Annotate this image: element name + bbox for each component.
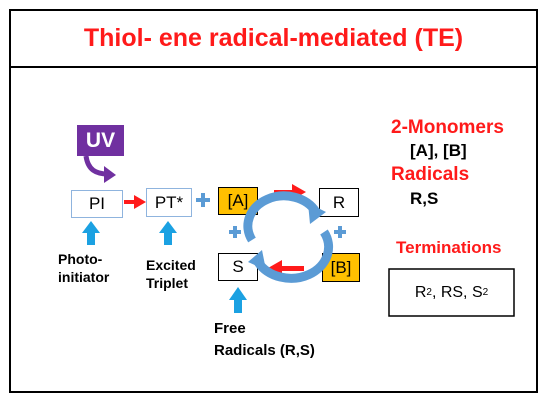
terminations-heading: Terminations xyxy=(396,238,502,257)
photo-initiator-arrow xyxy=(82,221,100,245)
b-to-s-arrow-shaft xyxy=(280,266,304,271)
free-radicals-arrow xyxy=(229,287,247,313)
uv-label: UV xyxy=(85,128,116,152)
plus-icon xyxy=(229,226,241,238)
title-divider xyxy=(9,66,538,68)
pt-box: PT* xyxy=(146,188,192,217)
excited-line1: Excited xyxy=(146,257,196,273)
term-s-sup: 2 xyxy=(482,287,489,298)
cycle-arrows-icon xyxy=(243,191,334,283)
uv-badge: UV xyxy=(77,125,124,156)
pi-box: PI xyxy=(71,190,123,218)
plus-icon xyxy=(196,193,210,207)
diagram-frame xyxy=(9,9,538,393)
photo-initiator-label: Photo- initiator xyxy=(58,250,109,286)
free-radicals-label: Free Radicals (R,S) xyxy=(214,318,315,362)
free-line1: Free xyxy=(214,320,246,337)
diagram-title: Thiol- ene radical-mediated (TE) xyxy=(83,24,464,52)
plus-icon xyxy=(334,226,346,238)
uv-arrow-head xyxy=(104,166,116,183)
radical-s-label: S xyxy=(232,257,244,276)
excited-line2: Triplet xyxy=(146,275,189,291)
termination-box-border xyxy=(388,268,515,317)
pi-to-pt-arrow-shaft xyxy=(124,200,136,204)
monomers-value: [A], [B] xyxy=(410,141,467,160)
pi-to-pt-arrow-head xyxy=(134,195,146,209)
monomer-b-label: [B] xyxy=(330,257,352,277)
term-middle: , RS, S xyxy=(431,283,483,301)
free-line2: Radicals (R,S) xyxy=(214,342,315,359)
term-r-sup: 2 xyxy=(426,287,432,298)
excited-triplet-label: Excited Triplet xyxy=(146,256,196,292)
radical-r-box: R xyxy=(319,188,359,217)
pi-label: PI xyxy=(88,194,106,213)
excited-triplet-arrow xyxy=(159,221,177,245)
radical-r-label: R xyxy=(332,192,346,212)
pt-label: PT* xyxy=(154,192,184,212)
monomer-a-label: [A] xyxy=(227,191,249,210)
radicals-heading: Radicals xyxy=(391,164,470,185)
radicals-value: R,S xyxy=(410,189,439,208)
monomers-heading: 2-Monomers xyxy=(391,117,504,138)
term-r: R xyxy=(414,283,427,301)
photo-line1: Photo- xyxy=(58,251,103,267)
photo-line2: initiator xyxy=(58,269,110,285)
